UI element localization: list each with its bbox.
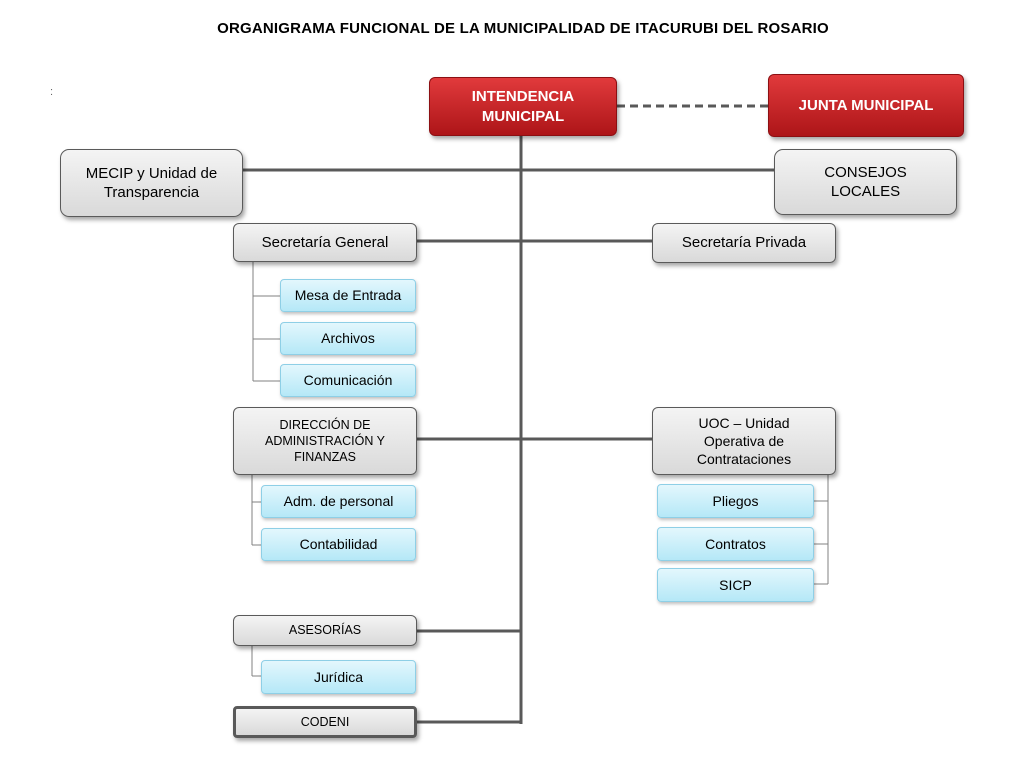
- secretaria-privada-box: Secretaría Privada: [652, 223, 836, 263]
- sicp-box: SICP: [657, 568, 814, 602]
- sicp-label: SICP: [719, 576, 752, 593]
- adm-personal-label: Adm. de personal: [283, 493, 394, 510]
- chart-title: ORGANIGRAMA FUNCIONAL DE LA MUNICIPALIDA…: [217, 20, 829, 37]
- pliegos-label: Pliegos: [712, 492, 759, 509]
- uoc-label: UOC – Unidad Operativa de Contrataciones: [696, 414, 792, 468]
- mesa-entrada-label: Mesa de Entrada: [294, 287, 402, 304]
- secretaria-general-box: Secretaría General: [233, 223, 417, 262]
- intendencia-box: INTENDENCIA MUNICIPAL: [429, 77, 617, 136]
- intendencia-label: INTENDENCIA MUNICIPAL: [471, 88, 575, 125]
- consejos-label: CONSEJOS LOCALES: [824, 163, 907, 201]
- codeni-label: CODENI: [300, 714, 350, 729]
- junta-box: JUNTA MUNICIPAL: [768, 74, 964, 137]
- codeni-box: CODENI: [233, 706, 417, 738]
- mecip-label: MECIP y Unidad de Transparencia: [85, 164, 218, 202]
- direccion-admin-box: DIRECCIÓN DE ADMINISTRACIÓN Y FINANZAS: [233, 407, 417, 475]
- asesorias-box: ASESORÍAS: [233, 615, 417, 646]
- archivos-label: Archivos: [321, 330, 375, 347]
- consejos-box: CONSEJOS LOCALES: [774, 149, 957, 215]
- archivos-box: Archivos: [280, 322, 416, 355]
- uoc-box: UOC – Unidad Operativa de Contrataciones: [652, 407, 836, 475]
- juridica-box: Jurídica: [261, 660, 416, 694]
- contratos-label: Contratos: [705, 535, 766, 552]
- secretaria-privada-label: Secretaría Privada: [681, 234, 807, 252]
- comunicacion-box: Comunicación: [280, 364, 416, 397]
- pliegos-box: Pliegos: [657, 484, 814, 518]
- adm-personal-box: Adm. de personal: [261, 485, 416, 518]
- asesorias-label: ASESORÍAS: [288, 623, 362, 638]
- junta-label: JUNTA MUNICIPAL: [798, 96, 934, 114]
- contratos-box: Contratos: [657, 527, 814, 561]
- contabilidad-box: Contabilidad: [261, 528, 416, 561]
- direccion-admin-label: DIRECCIÓN DE ADMINISTRACIÓN Y FINANZAS: [265, 417, 385, 465]
- contabilidad-label: Contabilidad: [299, 536, 378, 553]
- secretaria-general-label: Secretaría General: [261, 233, 389, 251]
- stray-mark: :: [50, 86, 54, 98]
- mesa-entrada-box: Mesa de Entrada: [280, 279, 416, 312]
- juridica-label: Jurídica: [313, 668, 364, 685]
- comunicacion-label: Comunicación: [303, 372, 393, 389]
- mecip-box: MECIP y Unidad de Transparencia: [60, 149, 243, 217]
